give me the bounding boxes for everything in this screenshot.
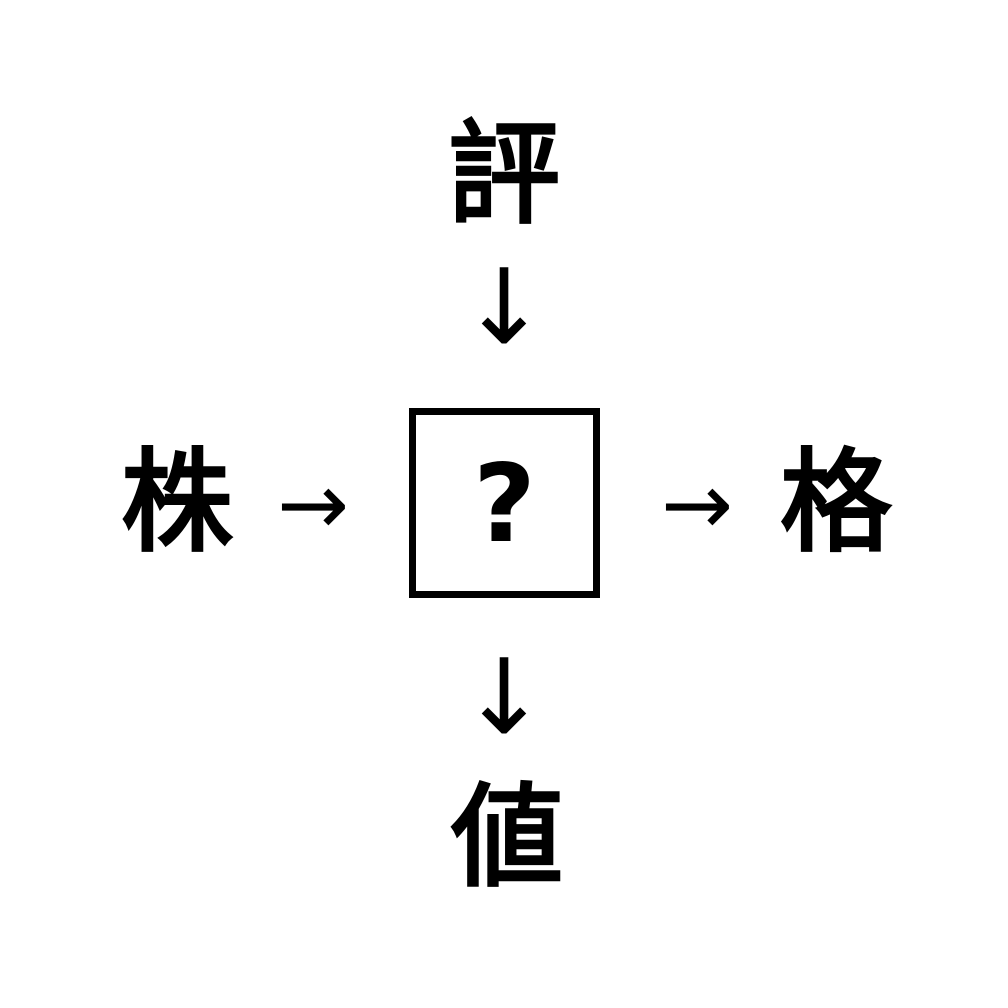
arrow-down-top-icon: ↓ — [460, 246, 548, 368]
kanji-right: 格 — [780, 438, 892, 568]
arrow-right-left-icon: → — [276, 455, 350, 555]
arrow-right-right-icon: → — [660, 455, 734, 555]
kanji-left: 株 — [121, 438, 233, 568]
arrow-down-bottom-icon: ↓ — [460, 636, 548, 758]
question-mark-label: ? — [473, 442, 536, 567]
kanji-top: 評 — [448, 110, 560, 240]
unknown-kanji-box[interactable]: ? — [409, 408, 600, 598]
kanji-bottom: 値 — [451, 773, 563, 903]
